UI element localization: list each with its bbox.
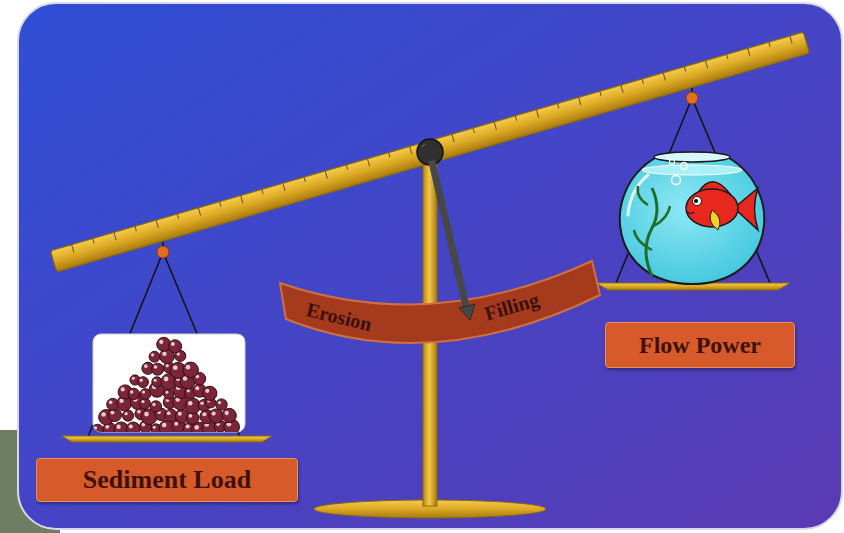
sediment-grain xyxy=(126,422,140,432)
sediment-grain xyxy=(152,363,164,375)
tick-mark xyxy=(515,116,516,121)
tick-mark xyxy=(283,183,285,191)
tick-mark xyxy=(114,232,116,240)
tick-mark xyxy=(769,42,770,47)
pivot-highlight xyxy=(422,144,430,152)
load-label: Sediment Load xyxy=(83,466,251,495)
sediment-grain xyxy=(183,362,199,378)
sediment-grain xyxy=(150,401,161,412)
sediment-grain xyxy=(203,386,217,400)
tick-mark xyxy=(72,245,74,253)
tick-mark xyxy=(684,67,685,72)
tick-mark xyxy=(220,202,221,207)
label-box: Sediment Load xyxy=(36,458,298,502)
tick-mark xyxy=(346,165,347,170)
tick-mark xyxy=(705,61,707,69)
sediment-grain xyxy=(222,408,236,422)
band-shape xyxy=(280,261,600,343)
tick-mark xyxy=(748,48,750,56)
fish-bowl xyxy=(620,152,764,284)
tick-mark xyxy=(494,122,496,130)
tick-mark xyxy=(558,103,559,108)
sediment-grain xyxy=(122,410,133,421)
tick-mark xyxy=(410,146,412,154)
sediment-grain xyxy=(209,409,223,423)
tick-mark xyxy=(156,220,158,228)
load-label: Flow Power xyxy=(639,332,761,358)
background-panel xyxy=(18,3,842,529)
tick-mark xyxy=(325,171,327,179)
balance-pointer xyxy=(421,143,475,320)
tick-mark xyxy=(663,73,665,81)
tick-mark xyxy=(93,239,94,244)
tick-mark xyxy=(262,189,263,194)
sediment-grain xyxy=(138,377,149,388)
tick-mark xyxy=(367,159,369,167)
tick-mark xyxy=(621,85,623,93)
tick-mark xyxy=(304,177,305,182)
sediment-grain xyxy=(128,388,139,399)
tick-mark xyxy=(452,134,454,142)
tick-mark xyxy=(600,91,601,96)
tick-mark xyxy=(389,153,390,158)
tick-mark xyxy=(536,110,538,118)
scale-dial-band: ErosionFilling xyxy=(272,255,602,355)
tick-mark xyxy=(473,128,474,133)
pivot xyxy=(417,139,443,165)
tick-mark xyxy=(198,208,200,216)
right-pan xyxy=(596,76,790,290)
tick-mark xyxy=(135,226,136,231)
tick-mark xyxy=(727,54,728,59)
label-box: Flow Power xyxy=(605,322,795,368)
sediment-grain xyxy=(164,389,174,399)
sediment-picture xyxy=(92,334,245,438)
balance-beam xyxy=(50,32,809,272)
sediment-grain xyxy=(149,351,160,362)
tick-mark xyxy=(642,79,643,84)
sediment-grain xyxy=(169,340,182,353)
tick-mark xyxy=(177,214,178,219)
tick-mark xyxy=(579,97,581,105)
tick-mark xyxy=(241,196,243,204)
sediment-grain xyxy=(93,424,103,432)
tick-mark xyxy=(790,36,792,44)
sediment-grain xyxy=(216,399,227,410)
